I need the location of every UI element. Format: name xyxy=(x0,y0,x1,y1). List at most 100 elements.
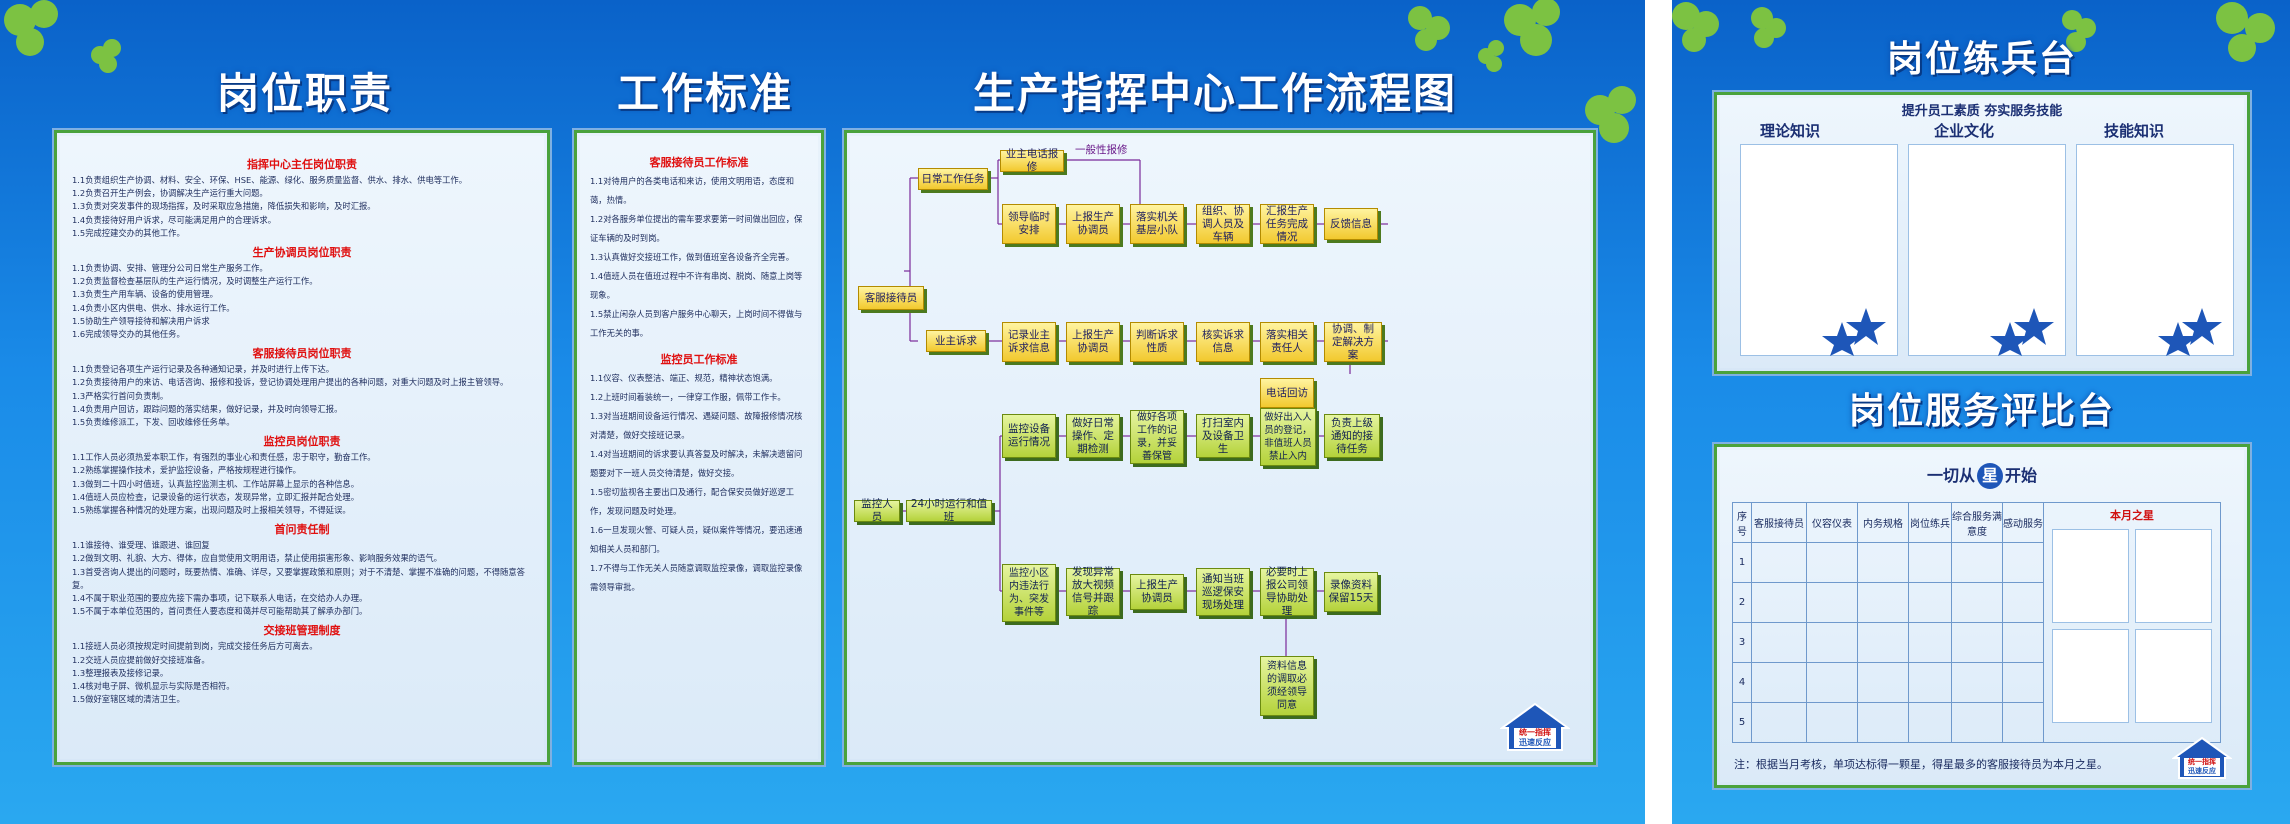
standard-title: 监控员工作标准 xyxy=(660,353,738,366)
training-content: 提升员工素质 夯实服务技能 理论知识 企业文化 技能知识 xyxy=(1720,98,2244,368)
flow-row4-step: 通知当班巡逻保安现场处理 xyxy=(1196,568,1250,616)
flow-row3-step: 做好各项工作的记录，并妥善保管 xyxy=(1130,410,1184,464)
logo-text-bottom: 迅速反应 xyxy=(2188,767,2216,775)
standard-line: 1.1仪容、仪表整洁、端正、规范，精神状态饱满。 xyxy=(590,373,778,383)
table-header: 客服接待员 xyxy=(1751,502,1807,543)
duty-line: 1.5协助生产领导接待和解决用户诉求 xyxy=(72,315,210,326)
standard-line: 1.1对待用户的各类电话和来访，使用文明用语，态度和蔼，热情。 xyxy=(590,176,795,205)
star-icon xyxy=(2158,308,2222,356)
house-logo-icon xyxy=(1498,702,1572,751)
flow-row4-step: 录像资料保留15天 xyxy=(1324,572,1378,612)
ranking-panel: 一切从星开始 序号 客服接待员 仪容仪表 内务规格 岗位练兵 综合服务满意度 感… xyxy=(1712,442,2252,790)
star-photo-slot xyxy=(2135,629,2212,723)
flow-row3-step: 做好日常操作、定期检测 xyxy=(1066,414,1120,458)
row-number: 4 xyxy=(1732,662,1752,703)
star-photo-slot xyxy=(2135,529,2212,623)
star-of-month-title: 本月之星 xyxy=(2110,509,2154,522)
duty-line: 1.5负责维修派工，下发、回收维修任务单。 xyxy=(72,417,235,428)
duty-line: 1.2交班人员应提前做好交接班准备。 xyxy=(72,654,210,665)
duty-line: 1.3严格实行首问负责制。 xyxy=(72,390,169,401)
flow-complaint: 业主诉求 xyxy=(926,330,986,352)
duty-line: 1.4不属于职业范围的要应先接下需办事项，记下联系人电话，在交给办人办理。 xyxy=(72,593,368,604)
duty-line: 1.1谁接待、谁受理、谁跟进、谁回复 xyxy=(72,540,210,551)
flow-reception: 客服接待员 xyxy=(858,286,924,310)
row-number: 2 xyxy=(1732,582,1752,623)
duty-line: 1.5熟练掌握各种情况的处理方案，出现问题及时上报相关领导，不得延误。 xyxy=(72,505,351,516)
skill-board xyxy=(2076,144,2234,356)
duty-line: 1.3做到二十四小时值班，认真监控监测主机、工作站屏幕上显示的各种信息。 xyxy=(72,478,359,489)
standard-line: 1.2上班时间着装统一，一律穿工作服，佩带工作卡。 xyxy=(590,392,786,402)
flowchart-content: 客服接待员 日常工作任务 业主电话报修 一般性报修 领导临时安排 上报生产协调员… xyxy=(850,136,1590,759)
duty-line: 1.6完成领导交办的其他任务。 xyxy=(72,329,185,340)
flow-row2-step: 落实相关责任人 xyxy=(1260,322,1314,362)
duty-line: 1.2熟练掌握操作技术，爱护监控设备，严格按规程进行操作。 xyxy=(72,465,301,476)
duties-panel: 指挥中心主任岗位职责 1.1负责组织生产协调、材料、安全、环保、HSE、能源、绿… xyxy=(52,128,552,767)
clover-decoration xyxy=(4,0,121,73)
flow-row4-step: 必要时上报公司领导协助处理 xyxy=(1260,566,1314,617)
flow-row4-step: 上报生产协调员 xyxy=(1130,574,1184,610)
training-panel: 提升员工素质 夯实服务技能 理论知识 企业文化 技能知识 xyxy=(1712,90,2252,376)
flow-row2-step: 判断诉求性质 xyxy=(1130,322,1184,362)
flow-row2-step: 记录业主诉求信息 xyxy=(1002,322,1056,362)
clover-decoration-right xyxy=(1408,0,1636,143)
flow-row2-step: 上报生产协调员 xyxy=(1066,322,1120,362)
col-title: 技能知识 xyxy=(2104,122,2165,140)
table-header: 感动服务 xyxy=(2002,502,2044,543)
heading-ranking: 岗位服务评比台 xyxy=(1848,391,2115,432)
ranking-logo: 统一指挥 迅速反应 xyxy=(2170,736,2234,780)
standard-line: 1.5禁止闲杂人员到客户服务中心聊天，上岗时间不得做与工作无关的事。 xyxy=(590,309,803,338)
duty-line: 1.1负责组织生产协调、材料、安全、环保、HSE、能源、绿化、服务质量监督、供水… xyxy=(72,175,468,185)
ranking-note: 注：根据当月考核，单项达标得一颗星，得星最多的客服接待员为本月之星。 xyxy=(1734,758,2108,771)
duty-line: 1.1工作人员必须热爱本职工作，有强烈的事业心和责任感，忠于职守，勤奋工作。 xyxy=(72,452,376,463)
flow-row3-step: 负责上级通知的接待任务 xyxy=(1324,414,1380,458)
flow-daily-task: 日常工作任务 xyxy=(918,168,988,190)
duty-line: 1.1负责协调、安排、管理分公司日常生产服务工作。 xyxy=(72,263,268,274)
flow-duty24: 24小时运行和值班 xyxy=(906,498,992,523)
duty-title: 交接班管理制度 xyxy=(263,624,341,638)
standard-line: 1.5密切监视各主要出口及通行，配合保安员做好巡逻工作，发现问题及时处理。 xyxy=(590,487,795,516)
duty-title: 监控员岗位职责 xyxy=(263,435,341,449)
flow-row3-step: 做好出入人员的登记，非值班人员禁止入内 xyxy=(1260,408,1316,466)
star-photo-grid xyxy=(2044,523,2220,729)
standard-line: 1.4值班人员在值班过程中不许有串岗、脱岗、随意上岗等现象。 xyxy=(590,271,803,300)
culture-board xyxy=(1908,144,2066,356)
standard-line: 1.6一旦发现火警、可疑人员，疑似案件等情况，要迅速通知相关人员和部门。 xyxy=(590,525,803,554)
star-of-month-cell: 本月之星 xyxy=(2043,502,2221,743)
flow-archive: 资料信息的调取必须经领导同意 xyxy=(1260,656,1314,716)
duty-line: 1.1负责登记各项生产运行记录及各种通知记录，并及时进行上传下达。 xyxy=(72,364,335,375)
star-photo-slot xyxy=(2052,629,2129,723)
flow-monitor: 监控人员 xyxy=(854,498,900,523)
duty-line: 1.2负责召开生产例会，协调解决生产运行重大问题。 xyxy=(72,188,268,199)
ranking-table: 序号 客服接待员 仪容仪表 内务规格 岗位练兵 综合服务满意度 感动服务 本月之… xyxy=(1732,502,2221,743)
ranking-slogan: 一切从星开始 xyxy=(1720,462,2244,489)
standard-line: 1.7不得与工作无关人员随意调取监控录像，调取监控录像需领导审批。 xyxy=(590,563,803,592)
flow-row2-step: 核实诉求信息 xyxy=(1196,322,1250,362)
flow-row4-step: 监控小区内违法行为、突发事件等 xyxy=(1002,564,1056,622)
star-icon xyxy=(1822,308,1886,356)
flow-row1-step: 上报生产协调员 xyxy=(1066,204,1120,244)
table-header: 序号 xyxy=(1732,502,1752,543)
flow-row1-step: 领导临时安排 xyxy=(1002,204,1056,244)
slogan-part-b: 开始 xyxy=(2005,466,2038,485)
heading-flowchart: 生产指挥中心工作流程图 xyxy=(972,69,1457,118)
duty-line: 1.1接班人员必须按规定时间提前到岗，完成交接任务后方可离去。 xyxy=(72,641,318,652)
duty-title: 指挥中心主任岗位职责 xyxy=(247,158,357,171)
duties-content: 指挥中心主任岗位职责 1.1负责组织生产协调、材料、安全、环保、HSE、能源、绿… xyxy=(60,136,544,759)
duty-line: 1.2做到文明、礼貌、大方、得体，应自觉使用文明用语，禁止使用损害形象、影响服务… xyxy=(72,553,442,564)
flow-row4-step: 发现异常放大视频信号并跟踪 xyxy=(1066,566,1120,617)
table-header: 内务规格 xyxy=(1857,502,1909,543)
clover-decoration-top xyxy=(1672,2,2275,62)
heading-standards: 工作标准 xyxy=(616,69,793,118)
flow-phone-repair: 业主电话报修 xyxy=(1000,148,1064,173)
table-header: 仪容仪表 xyxy=(1806,502,1858,543)
duty-line: 1.5做好室辖区域的清洁卫生。 xyxy=(72,694,185,705)
duty-title: 生产协调员岗位职责 xyxy=(252,246,352,260)
flow-row1-step: 反馈信息 xyxy=(1324,208,1378,240)
duty-line: 1.5不属于本单位范围的，首问责任人要态度和蔼并尽可能帮助其了解承办部门。 xyxy=(72,606,368,617)
duty-line: 1.2负责监督检查基层队的生产运行情况，及时调整生产运行工作。 xyxy=(72,276,318,287)
standard-line: 1.2对各服务单位提出的需车要求要第一时间做出回应，保证车辆的及时到岗。 xyxy=(590,214,803,243)
logo-text-bottom: 迅速反应 xyxy=(1519,738,1551,747)
flow-row3-step: 打扫室内及设备卫生 xyxy=(1196,414,1250,458)
slogan-star: 星 xyxy=(1977,463,2003,489)
duty-line: 1.4负责用户回访，跟踪问题的落实结果，做好记录，并及时向领导汇报。 xyxy=(72,403,343,414)
